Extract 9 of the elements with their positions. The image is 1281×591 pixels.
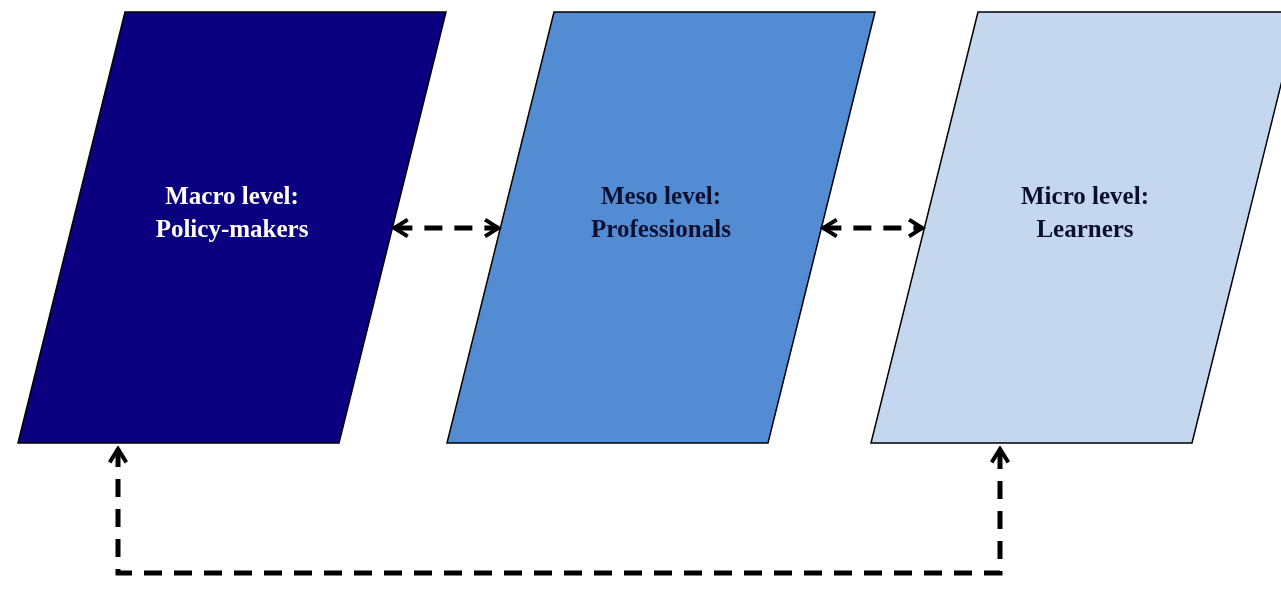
parallelogram-box <box>871 12 1281 443</box>
parallelogram-box <box>447 12 875 443</box>
node-label: Macro level: Policy-makers <box>154 181 310 244</box>
dashed-arrow <box>392 217 501 239</box>
dashed-arrow <box>107 447 1011 576</box>
parallelogram-box <box>18 12 446 443</box>
node-label: Meso level: Professionals <box>590 181 732 244</box>
dashed-arrow <box>821 217 925 239</box>
node-label: Micro level: Learners <box>1020 181 1150 244</box>
